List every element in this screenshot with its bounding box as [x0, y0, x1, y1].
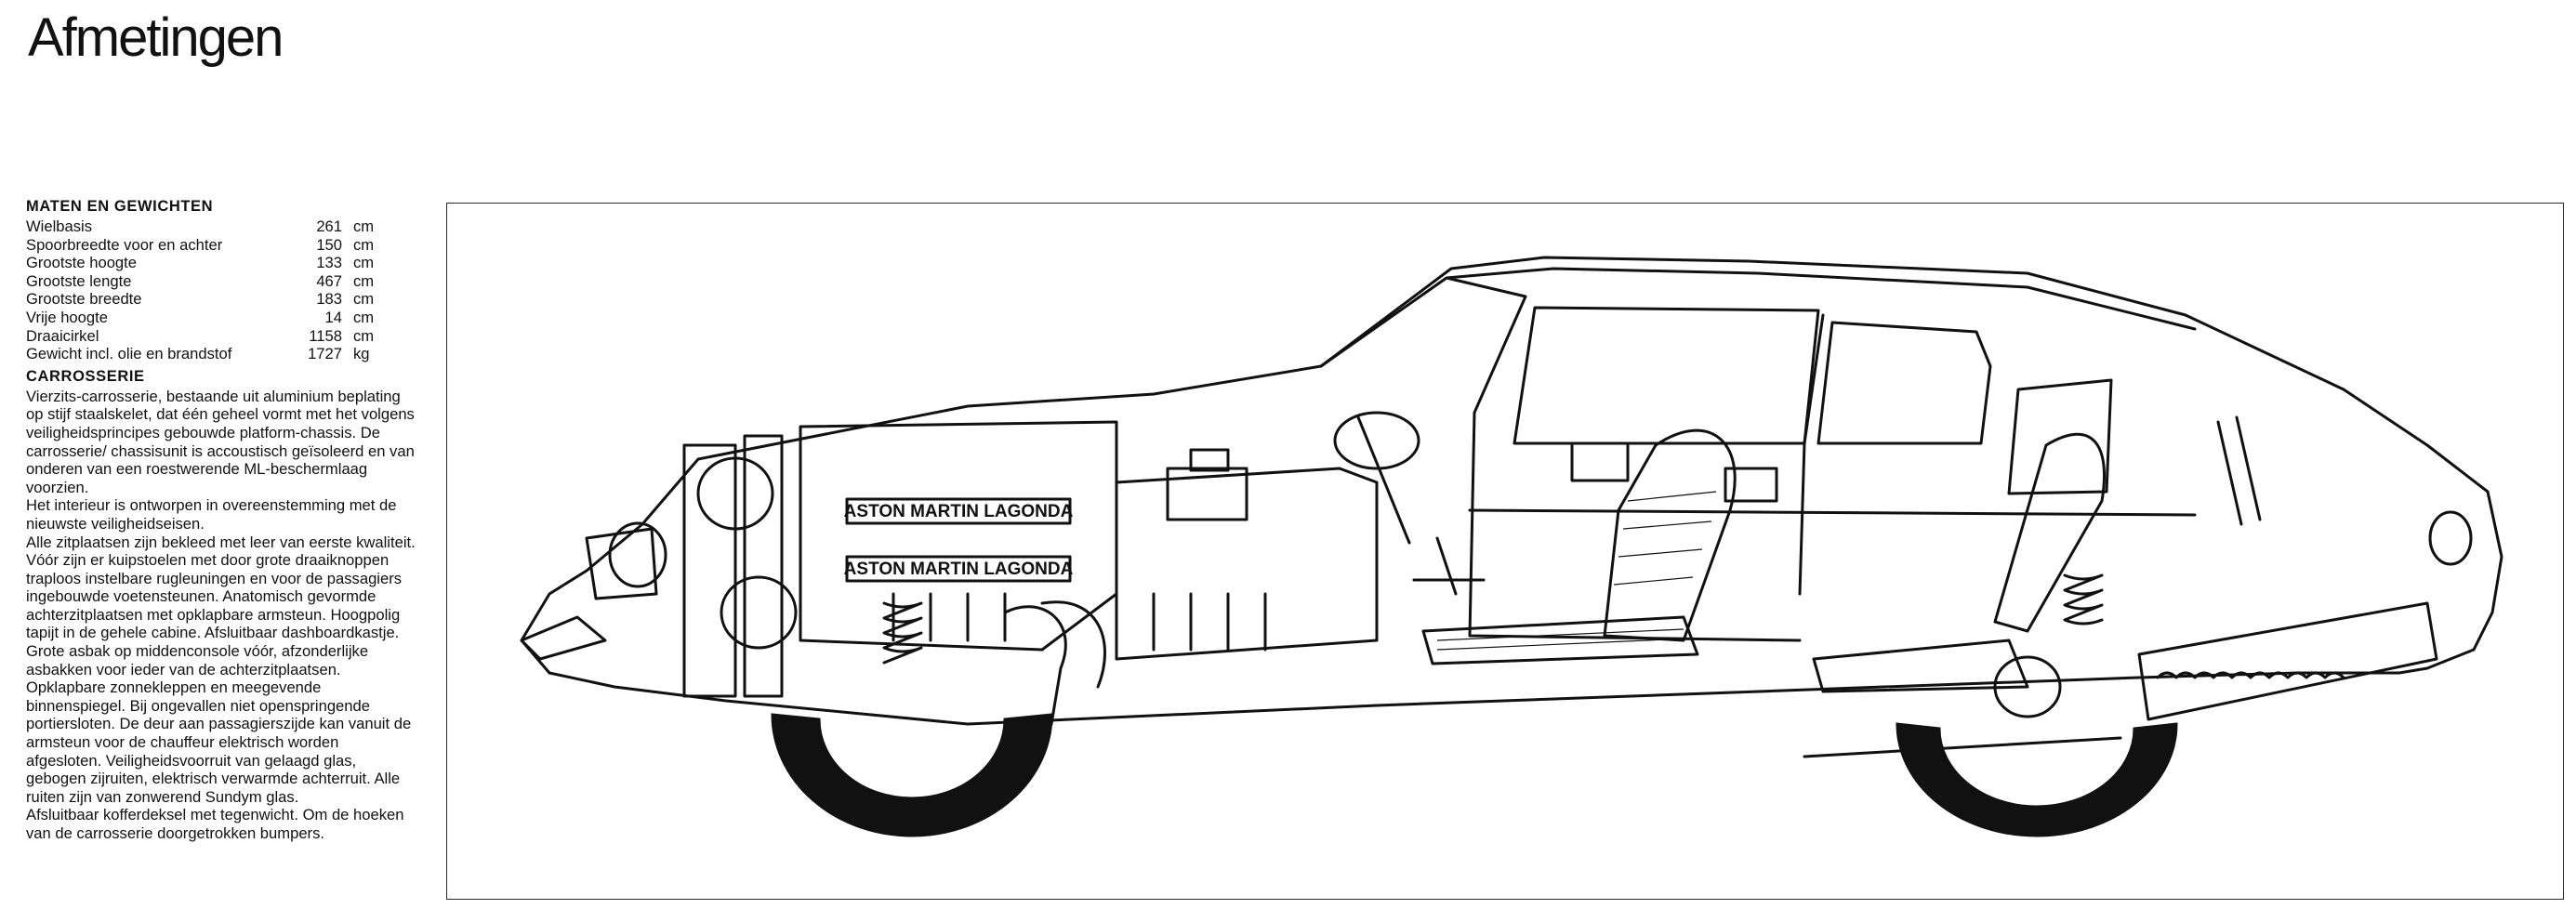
dimension-row: Draaicirkel 1158 cm: [26, 327, 416, 346]
dimension-unit: cm: [353, 290, 375, 309]
roof-line: [1319, 267, 2197, 368]
dimension-row: Wielbasis 261 cm: [26, 217, 416, 236]
rear-quarter-panel: [2007, 378, 2113, 495]
gear-lever: [1412, 536, 1486, 596]
front-side-window: [1513, 306, 1820, 445]
rear-side-window: [1816, 321, 1992, 445]
car-cutaway-illustration: ASTON MARTIN LAGONDA ASTON MARTIN LAGOND…: [520, 256, 2503, 837]
front-seat-cushion: [1421, 615, 1699, 665]
dimension-label: Vrije hoogte: [26, 308, 108, 326]
dimension-label: Spoorbreedte voor en achter: [26, 235, 223, 254]
wheels: [771, 713, 2178, 837]
dimension-value: 1158: [309, 326, 342, 345]
dimension-row: Spoorbreedte voor en achter 150 cm: [26, 236, 416, 255]
dimension-unit: kg: [353, 345, 370, 363]
dimension-label: Wielbasis: [26, 217, 93, 235]
front-lamp: [608, 521, 667, 588]
front-tyre: [771, 713, 1053, 837]
fuel-filler: [2216, 415, 2262, 526]
rear-vent: [1724, 467, 1778, 503]
steering-column: [1356, 415, 1411, 545]
bodywork-heading: CARROSSERIE: [26, 367, 145, 385]
dimension-label: Grootste breedte: [26, 290, 142, 309]
front-seat-back: [1603, 428, 1737, 642]
dimensions-table: Wielbasis 261 cm Spoorbreedte voor en ac…: [26, 217, 416, 363]
dimension-value: 133: [316, 254, 342, 272]
dimension-unit: cm: [353, 308, 375, 326]
bodywork-paragraph: Afsluitbaar kofferdeksel met tegenwicht.…: [26, 806, 404, 842]
front-bumper: [520, 615, 607, 661]
radiator: [682, 443, 737, 698]
reservoir-cap: [1189, 448, 1230, 472]
dimension-value: 467: [316, 271, 342, 290]
engine-ribs: [892, 592, 1007, 642]
dimension-label: Grootste lengte: [26, 271, 132, 290]
body-crease: [1468, 508, 2197, 517]
engine-label-lower: ASTON MARTIN LAGONDA: [844, 560, 1074, 579]
dimension-unit: cm: [353, 217, 375, 235]
rear-seat-cushion: [1812, 639, 2029, 693]
dimension-value: 1727: [308, 345, 342, 363]
transmission: [1115, 467, 1379, 661]
page-title: Afmetingen: [28, 7, 284, 68]
rear-hub: [1993, 655, 2062, 718]
door-handle: [1570, 441, 1630, 482]
exhaust-manifold: [1003, 600, 1106, 726]
a-pillar: [1445, 276, 1527, 415]
dimensions-heading: MATEN EN GEWICHTEN: [26, 198, 214, 215]
transmission-ribs: [1152, 592, 1267, 652]
door-line: [1468, 411, 1802, 642]
dimension-unit: cm: [353, 254, 375, 272]
dimension-row: Grootste hoogte 133 cm: [26, 254, 416, 272]
dimension-value: 14: [324, 308, 342, 326]
engine-block: [799, 420, 1118, 652]
rear-lamp: [2428, 510, 2473, 566]
dimension-unit: cm: [353, 235, 375, 254]
rear-seat-back: [1993, 432, 2106, 633]
dimension-value: 261: [316, 217, 342, 235]
dimension-row: Grootste breedte 183 cm: [26, 290, 416, 309]
cam-cover-upper: [845, 497, 1072, 525]
headlamp: [585, 527, 658, 600]
front-coil-spring: [882, 601, 923, 665]
bodywork-paragraph: Alle zitplaatsen zijn bekleed met leer v…: [26, 533, 416, 678]
engine-label-upper: ASTON MARTIN LAGONDA: [844, 502, 1074, 521]
pulley: [720, 575, 798, 650]
spec-column: MATEN EN GEWICHTEN Wielbasis 261 cm Spoo…: [26, 197, 416, 843]
bodywork-text: Vierzits-carrosserie, bestaande uit alum…: [26, 388, 416, 843]
cam-cover-lower: [845, 555, 1072, 583]
brake-reservoir: [1166, 467, 1248, 521]
silencer-coils: [2156, 671, 2345, 679]
car-body-outline: [520, 256, 2503, 726]
dimension-label: Draaicirkel: [26, 326, 99, 345]
bodywork-paragraph: Vierzits-carrosserie, bestaande uit alum…: [26, 387, 415, 496]
dimension-row: Grootste lengte 467 cm: [26, 272, 416, 291]
dimension-value: 183: [316, 290, 342, 309]
cutaway-figure-frame: ASTON MARTIN LAGONDA ASTON MARTIN LAGOND…: [446, 203, 2564, 900]
dimension-row: Gewicht incl. olie en brandstof 1727 kg: [26, 345, 416, 363]
bodywork-paragraph: Het interieur is ontworpen in overeenste…: [26, 496, 397, 533]
dimension-label: Grootste hoogte: [26, 254, 138, 272]
dimension-row: Vrije hoogte 14 cm: [26, 309, 416, 327]
dimension-label: Gewicht incl. olie en brandstof: [26, 345, 232, 363]
exhaust-pipe: [1803, 736, 2122, 758]
bodywork-paragraph: Opklapbare zonnekleppen en meegevende bi…: [26, 678, 412, 806]
radiator-fan: [696, 456, 774, 531]
steering-wheel: [1333, 411, 1420, 470]
dimension-unit: cm: [353, 326, 375, 345]
rear-coil-spring: [2063, 573, 2104, 626]
b-pillar: [1798, 313, 1825, 596]
seat-padding-texture: [1436, 491, 1717, 651]
dimension-value: 150: [316, 235, 342, 254]
radiator-core: [743, 434, 784, 698]
dimension-unit: cm: [353, 271, 375, 290]
rear-silencer: [2137, 601, 2438, 721]
rear-tyre: [1896, 722, 2178, 837]
